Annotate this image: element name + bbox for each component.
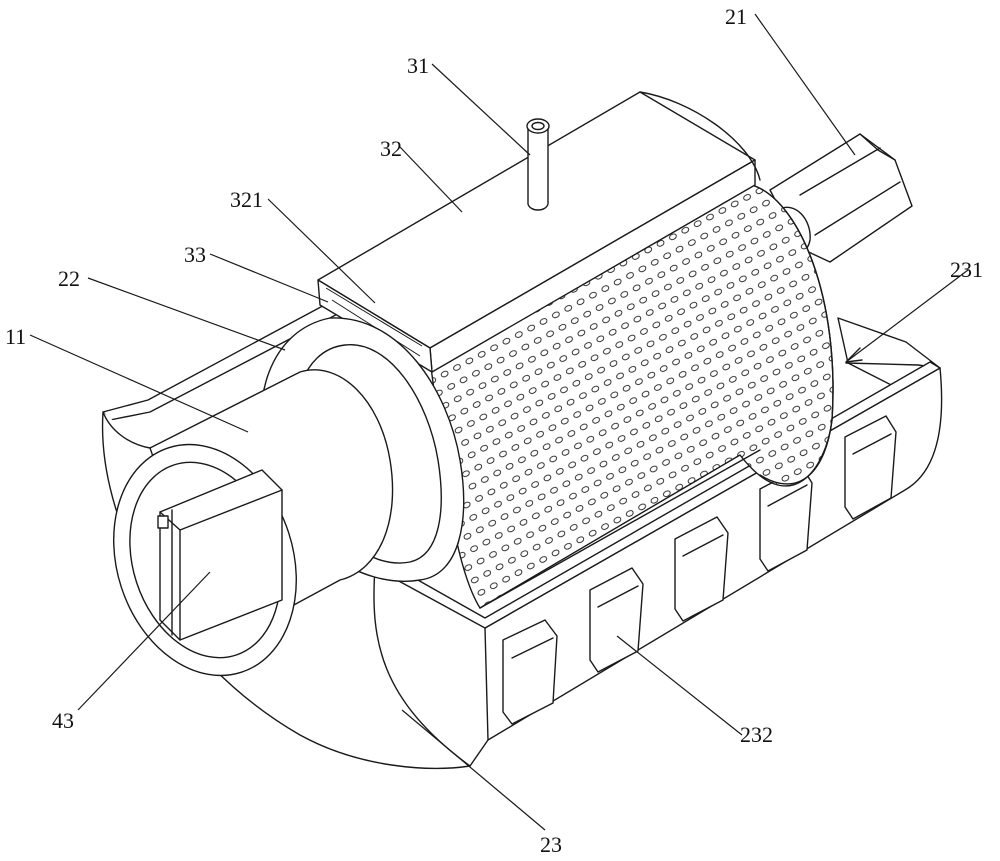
label-231: 231 [950, 257, 983, 282]
label-31: 31 [407, 53, 429, 78]
label-21: 21 [725, 4, 747, 29]
inlet-pipe [527, 119, 549, 210]
label-232: 232 [740, 722, 773, 747]
label-11: 11 [5, 324, 26, 349]
label-321: 321 [230, 187, 263, 212]
label-32: 32 [380, 136, 402, 161]
label-33: 33 [184, 242, 206, 267]
label-23: 23 [540, 832, 562, 857]
label-43: 43 [52, 708, 74, 733]
label-22: 22 [58, 266, 80, 291]
